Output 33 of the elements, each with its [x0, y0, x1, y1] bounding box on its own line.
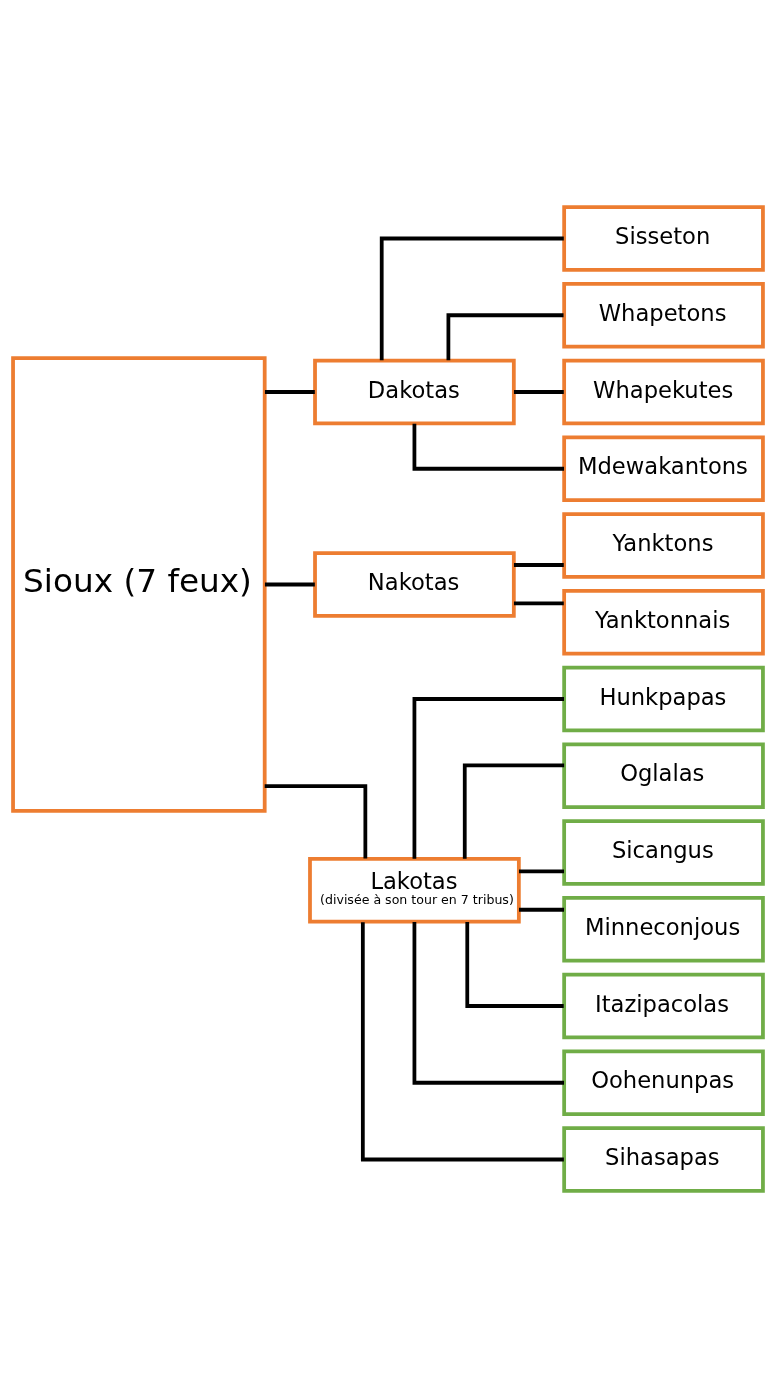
node-box: Hunkpapas	[562, 665, 765, 733]
node-box: Oglalas	[562, 742, 765, 810]
node-box: Oohenunpas	[562, 1049, 765, 1117]
connector	[412, 922, 564, 1085]
connector	[513, 563, 564, 567]
connector	[462, 763, 565, 859]
connector	[412, 423, 564, 471]
node-box: Mdewakantons	[562, 435, 765, 503]
node-box: Whapekutes	[562, 358, 765, 426]
connector	[513, 601, 564, 606]
connector	[519, 869, 565, 874]
connector	[412, 697, 564, 859]
connector	[519, 907, 565, 912]
connector	[264, 784, 368, 859]
node-box: Sicangus	[562, 819, 765, 886]
node-box: Whapetons	[562, 281, 765, 349]
node-box: Lakotas (divisée à son tour en 7 tribus)	[308, 856, 521, 924]
connector	[513, 390, 564, 394]
connector	[360, 922, 564, 1162]
node-box: Dakotas	[313, 358, 516, 426]
connector	[465, 921, 564, 1008]
connector	[379, 236, 564, 361]
node-box: Yanktons	[562, 512, 765, 579]
node-box: Sioux (7 feux)	[11, 356, 267, 813]
node-box: Sisseton	[562, 205, 765, 272]
node-box: Yanktonnais	[562, 588, 765, 656]
node-box: Nakotas	[313, 551, 516, 618]
connector	[264, 582, 315, 587]
node-box: Minneconjous	[562, 895, 765, 963]
connector	[264, 390, 315, 394]
node-box: Itazipacolas	[562, 972, 765, 1040]
node-box: Sihasapas	[562, 1126, 765, 1193]
connector	[446, 313, 564, 361]
